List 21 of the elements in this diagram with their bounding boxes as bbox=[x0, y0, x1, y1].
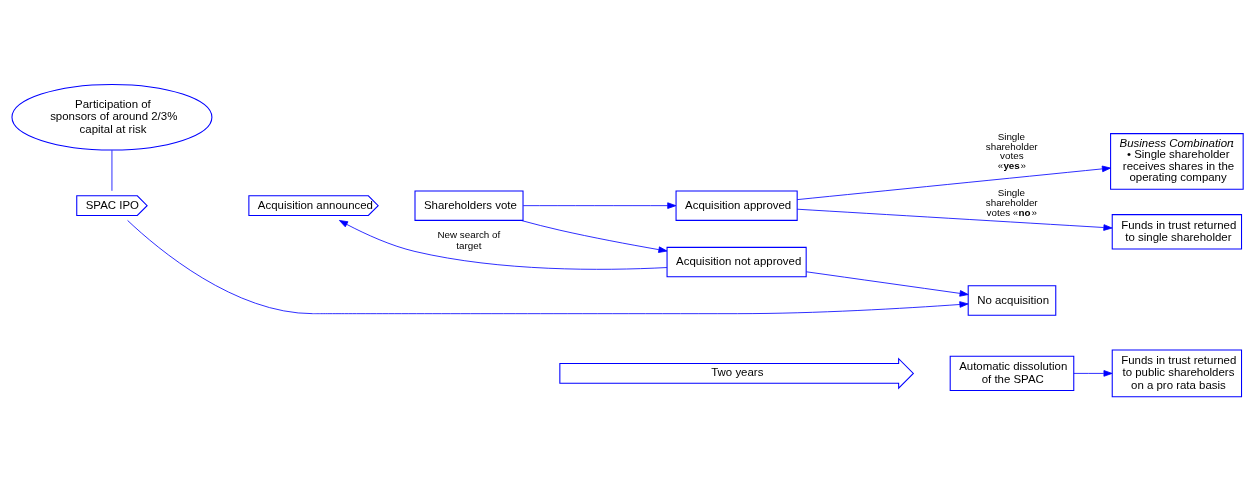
node-box: Funds in trust returned to public shareholders on a pro rata basis bbox=[1111, 349, 1243, 398]
arrow bbox=[796, 208, 1113, 231]
arrow bbox=[796, 165, 1111, 200]
arrow bbox=[339, 220, 668, 270]
node-box: Business Combination: • Single shareholder receives shares in the operating company bbox=[1110, 133, 1244, 190]
arrow bbox=[806, 271, 969, 297]
node-box: Acquisition approved bbox=[675, 190, 798, 221]
node-box: No acquisition bbox=[967, 285, 1057, 316]
arrow bbox=[522, 202, 677, 209]
edge-label: Single shareholder votes «no» bbox=[985, 187, 1038, 218]
node-box: Automatic dissolution of the SPAC bbox=[949, 355, 1075, 392]
edge-label: New search of target bbox=[437, 229, 501, 251]
connector bbox=[111, 149, 113, 192]
arrow bbox=[127, 220, 969, 315]
node-box: Funds in trust returned to single shareholder bbox=[1111, 214, 1243, 250]
node-box: Acquisition not approved bbox=[666, 246, 807, 278]
node-ellipse: Participation of sponsors of around 2/3% capital at risk bbox=[11, 83, 213, 151]
edge-label: Single shareholder votes «yes» bbox=[985, 130, 1038, 172]
arrow bbox=[520, 219, 668, 253]
node-box: Shareholders vote bbox=[414, 190, 524, 221]
arrow bbox=[1073, 370, 1113, 377]
